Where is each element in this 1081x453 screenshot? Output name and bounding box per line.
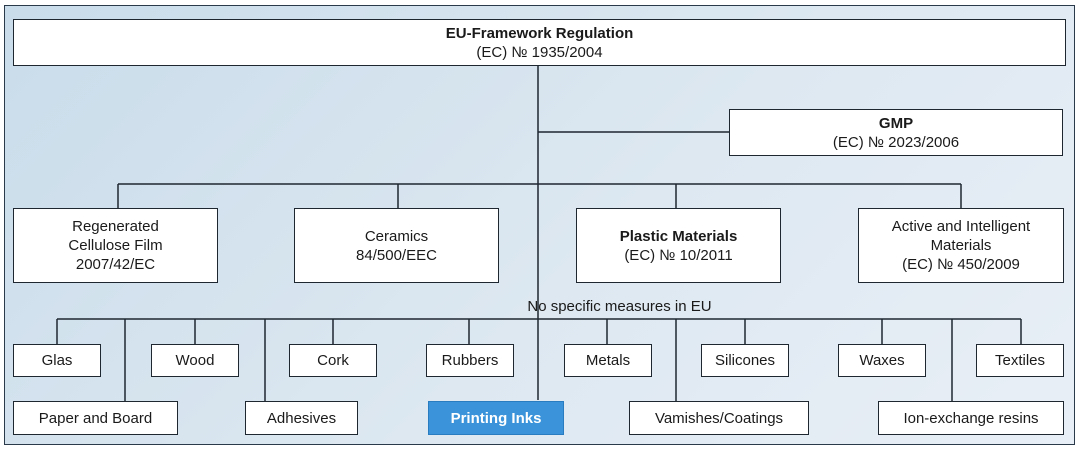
material-label: Wood bbox=[175, 352, 215, 369]
material-label: Vamishes/Coatings bbox=[654, 409, 784, 427]
material-label: Glas bbox=[41, 352, 73, 369]
root-title: EU-Framework Regulation bbox=[445, 24, 634, 42]
material-label: Paper and Board bbox=[38, 409, 153, 427]
regenerated-line-2: Cellulose Film bbox=[68, 237, 163, 254]
material-paper-board: Paper and Board bbox=[13, 401, 178, 435]
active-line-1: Active and Intelligent bbox=[891, 218, 1031, 235]
plastic-title: Plastic Materials bbox=[619, 227, 738, 245]
material-adhesives: Adhesives bbox=[245, 401, 358, 435]
material-glas: Glas bbox=[13, 344, 101, 377]
ceramics-box: Ceramics 84/500/EEC bbox=[294, 208, 499, 283]
material-waxes: Waxes bbox=[838, 344, 926, 377]
gmp-title: GMP bbox=[878, 114, 914, 132]
ceramics-line-2: 84/500/EEC bbox=[356, 246, 437, 264]
material-label: Silicones bbox=[714, 352, 776, 369]
material-wood: Wood bbox=[151, 344, 239, 377]
material-label: Rubbers bbox=[441, 352, 499, 369]
material-ion-exchange-resins: Ion-exchange resins bbox=[878, 401, 1064, 435]
gmp-ref: (EC) № 2023/2006 bbox=[832, 133, 960, 151]
material-label: Textiles bbox=[994, 352, 1046, 369]
material-metals: Metals bbox=[564, 344, 652, 377]
material-label: Ion-exchange resins bbox=[903, 409, 1039, 427]
plastic-materials-box: Plastic Materials (EC) № 10/2011 bbox=[576, 208, 781, 283]
material-label: Metals bbox=[585, 352, 631, 369]
regenerated-line-1: Regenerated bbox=[72, 218, 159, 235]
regenerated-line-3: 2007/42/EC bbox=[75, 256, 156, 273]
regenerated-cellulose-box: Regenerated Cellulose Film 2007/42/EC bbox=[13, 208, 218, 283]
root-regulation-box: EU-Framework Regulation (EC) № 1935/2004 bbox=[13, 19, 1066, 66]
material-cork: Cork bbox=[289, 344, 377, 377]
material-label: Adhesives bbox=[266, 409, 337, 427]
active-line-2: Materials bbox=[930, 237, 992, 254]
gmp-box: GMP (EC) № 2023/2006 bbox=[729, 109, 1063, 156]
material-rubbers: Rubbers bbox=[426, 344, 514, 377]
material-silicones: Silicones bbox=[701, 344, 789, 377]
material-label: Cork bbox=[317, 352, 349, 369]
root-ref: (EC) № 1935/2004 bbox=[476, 43, 603, 61]
no-specific-measures-label: No specific measures in EU bbox=[527, 298, 712, 315]
plastic-ref: (EC) № 10/2011 bbox=[624, 246, 733, 264]
material-printing-inks-highlighted: Printing Inks bbox=[428, 401, 564, 435]
material-textiles: Textiles bbox=[976, 344, 1064, 377]
ceramics-line-1: Ceramics bbox=[364, 227, 429, 245]
material-label: Printing Inks bbox=[450, 409, 542, 427]
active-intelligent-box: Active and Intelligent Materials (EC) № … bbox=[858, 208, 1064, 283]
active-line-3: (EC) № 450/2009 bbox=[902, 256, 1020, 273]
material-label: Waxes bbox=[859, 352, 905, 369]
material-varnishes-coatings: Vamishes/Coatings bbox=[629, 401, 809, 435]
